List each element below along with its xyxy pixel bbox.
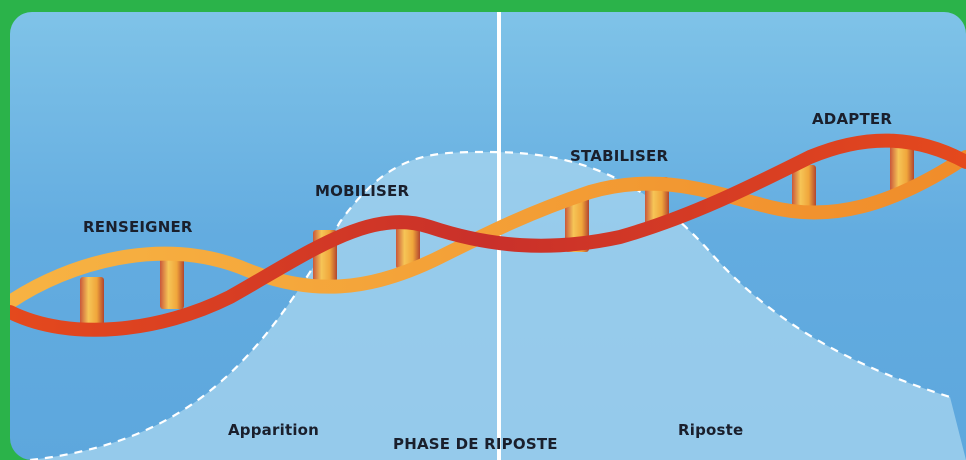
diagram-panel: RENSEIGNER MOBILISER STABILISER ADAPTER … — [10, 12, 966, 460]
label-adapter: ADAPTER — [812, 110, 892, 128]
label-stabiliser: STABILISER — [570, 147, 668, 165]
label-renseigner: RENSEIGNER — [83, 218, 193, 236]
diagram-canvas — [10, 12, 966, 460]
label-phase-de-riposte: PHASE DE RIPOSTE — [393, 435, 558, 453]
label-mobiliser: MOBILISER — [315, 182, 409, 200]
rung — [160, 257, 184, 309]
label-riposte: Riposte — [678, 421, 743, 439]
label-apparition: Apparition — [228, 421, 319, 439]
rung — [80, 277, 104, 329]
